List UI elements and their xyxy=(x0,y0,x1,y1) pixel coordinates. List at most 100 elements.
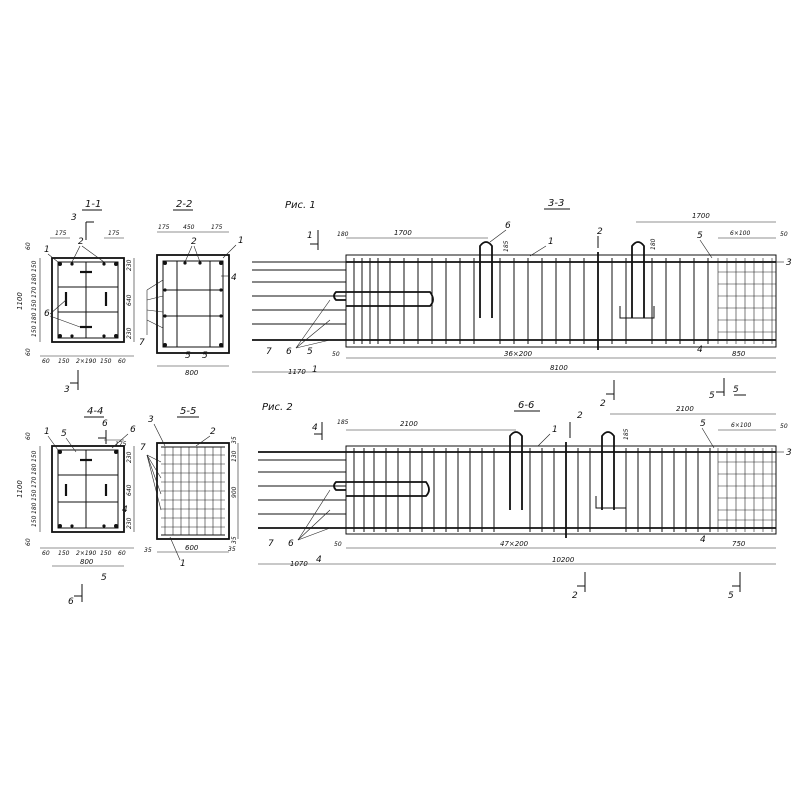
mark-5: 5 xyxy=(61,429,67,439)
cut-5-left: 5 xyxy=(185,351,191,361)
dim-60-bottom: 60 xyxy=(25,348,32,356)
cut-1-bottom: 1 xyxy=(312,365,318,375)
dim-6x100: 6×100 xyxy=(730,230,750,237)
section-4-4: 4-4 1 5 6 6 175 4 60 1100 150 180 170 15… xyxy=(16,406,136,607)
dim-185-vertical: 185 xyxy=(623,428,630,440)
hooked-bar-fig1 xyxy=(333,291,434,307)
cut-3-bottom: 3 xyxy=(64,385,70,395)
dim-640: 640 xyxy=(126,484,133,496)
dim-1100: 1100 xyxy=(16,292,24,310)
mark-6: 6 xyxy=(44,309,50,319)
dim-175-left: 175 xyxy=(55,230,67,237)
dim-180-mid: 180 xyxy=(31,312,38,324)
cut-3-top: 3 xyxy=(71,213,77,223)
dim-180: 180 xyxy=(31,273,38,285)
dim-60-left: 60 xyxy=(42,550,50,557)
dim-1170: 1170 xyxy=(288,368,306,376)
section-1-1: 1-1 175 175 1 2 3 60 1100 150 180 170 xyxy=(16,199,135,395)
dim-180: 180 xyxy=(337,231,349,238)
dim-50-right: 50 xyxy=(780,231,788,238)
dim-60-right: 60 xyxy=(118,550,126,557)
dim-175: 175 xyxy=(115,441,127,448)
section-5-5-title: 5-5 xyxy=(180,406,196,417)
dim-60-bottom: 60 xyxy=(25,538,32,546)
mark-6: 6 xyxy=(505,221,511,231)
section-2-2-title: 2-2 xyxy=(176,199,192,210)
dim-185: 185 xyxy=(337,419,349,426)
dim-10200: 10200 xyxy=(552,556,575,564)
dim-850: 850 xyxy=(732,350,746,358)
cut-5-right: 5 xyxy=(202,351,208,361)
mark-2: 2 xyxy=(210,427,216,437)
mark-7: 7 xyxy=(268,539,274,549)
section-2-2: 2-2 175 450 175 2 1 4 7 5 5 800 xyxy=(139,199,244,377)
dim-150-b: 150 xyxy=(31,489,38,501)
section-2-2-outline xyxy=(156,254,230,354)
mark-6: 6 xyxy=(130,425,136,435)
mark-1: 1 xyxy=(548,237,554,247)
section-1-1-outline xyxy=(51,257,125,343)
dim-60-top: 60 xyxy=(25,242,32,250)
figure-1-label: Рис. 1 xyxy=(285,200,316,211)
cut-6-bottom: 6 xyxy=(68,597,74,607)
stirrups-fig1 xyxy=(353,252,709,350)
dim-150-low: 150 xyxy=(31,325,38,337)
dim-1100: 1100 xyxy=(16,480,24,498)
dim-2100-left: 2100 xyxy=(400,420,418,428)
dim-35-right: 35 xyxy=(228,546,236,553)
end-mesh-fig1 xyxy=(717,258,776,344)
dim-6x100: 6×100 xyxy=(731,422,751,429)
section-1-1-title: 1-1 xyxy=(85,199,101,210)
section-5-5-outline xyxy=(156,442,230,540)
stirrups-fig2 xyxy=(353,442,711,538)
mark-7: 7 xyxy=(266,347,272,357)
mark-7: 7 xyxy=(139,338,145,348)
dim-150-right: 150 xyxy=(100,550,112,557)
dim-35-bottom: 35 xyxy=(231,536,238,544)
dim-150-mid: 150 xyxy=(31,299,38,311)
beam-3-3-outline xyxy=(345,254,777,348)
dim-47x200: 47×200 xyxy=(500,540,529,548)
dim-640: 640 xyxy=(126,294,133,306)
cut-5-bottom-right: 5 xyxy=(733,385,739,395)
dim-175-right: 175 xyxy=(108,230,120,237)
dim-150-right: 150 xyxy=(100,358,112,365)
cut-4-bottom: 4 xyxy=(316,555,322,565)
dim-230-top: 230 xyxy=(126,259,133,271)
cut-5: 5 xyxy=(101,573,107,583)
dim-50-left: 50 xyxy=(334,541,342,548)
dim-450: 450 xyxy=(183,224,195,231)
section-6-6-title: 6-6 xyxy=(518,400,534,411)
mark-1: 1 xyxy=(552,425,558,435)
dim-180-a: 180 xyxy=(31,463,38,475)
dim-175-right: 175 xyxy=(211,224,223,231)
dim-2x190: 2×190 xyxy=(76,550,96,557)
dim-2100-right: 2100 xyxy=(676,405,694,413)
figure-2-elevation: Рис. 2 6-6 xyxy=(258,400,792,601)
hooked-bar-fig2 xyxy=(333,481,430,497)
mark-1: 1 xyxy=(44,427,50,437)
lifting-loop-2 xyxy=(601,431,615,510)
dim-180-vertical: 180 xyxy=(650,238,657,250)
lifting-loop-1 xyxy=(479,241,493,318)
mark-4: 4 xyxy=(700,535,706,545)
dim-8100: 8100 xyxy=(550,364,568,372)
dim-170: 170 xyxy=(31,286,38,298)
cut-2-top: 2 xyxy=(597,227,603,237)
mark-6: 6 xyxy=(288,539,294,549)
mark-2: 2 xyxy=(191,237,197,247)
dim-60-left: 60 xyxy=(42,358,50,365)
section-5-5: 5-5 3 2 7 35 130 900 35 35 600 35 1 xyxy=(140,406,239,569)
cut-2-bottom: 2 xyxy=(600,399,606,409)
dim-900: 900 xyxy=(231,486,238,498)
cut-5-bottom-left: 5 xyxy=(709,391,715,401)
dim-1700-right: 1700 xyxy=(692,212,710,220)
mark-4: 4 xyxy=(231,273,237,283)
dim-150-c: 150 xyxy=(31,515,38,527)
figure-2-label: Рис. 2 xyxy=(262,402,293,413)
dim-35-top: 35 xyxy=(231,436,238,444)
mark-2: 2 xyxy=(78,237,84,247)
mark-4: 4 xyxy=(697,345,703,355)
